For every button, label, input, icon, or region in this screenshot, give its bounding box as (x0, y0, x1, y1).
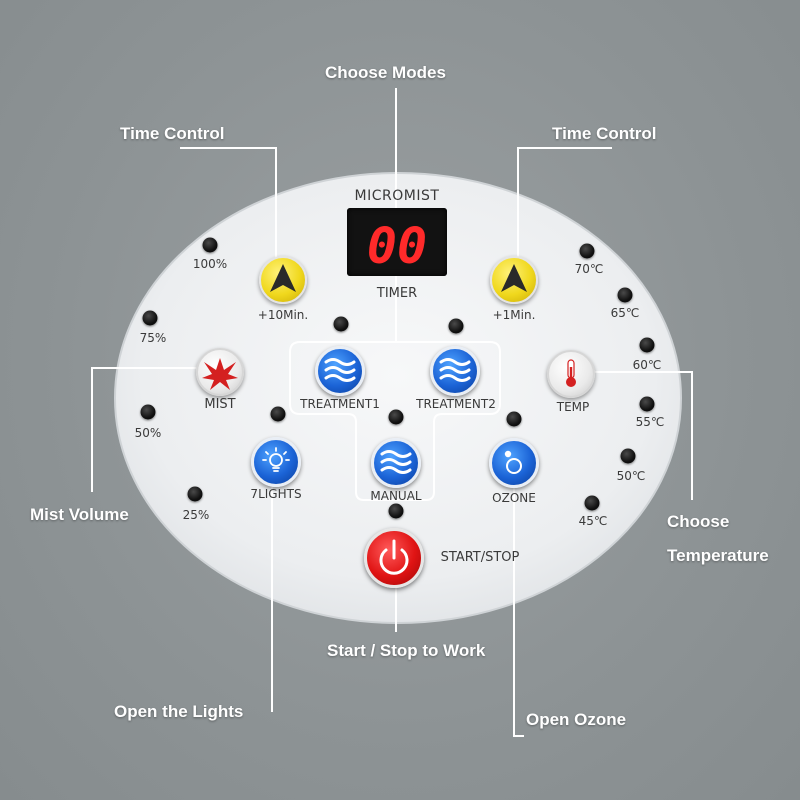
treatment2-label: TREATMENT2 (416, 397, 496, 411)
lights-button[interactable] (251, 437, 301, 487)
callout-time-control-right: Time Control (552, 124, 657, 143)
treatment1-button[interactable] (315, 346, 365, 396)
manual-button[interactable] (371, 438, 421, 488)
lights-label: 7LIGHTS (250, 487, 302, 501)
led-temp-45 (584, 495, 600, 511)
callout-choose-modes: Choose Modes (325, 63, 446, 82)
temp-70: 70℃ (574, 262, 604, 276)
led-mist-75 (142, 310, 158, 326)
led-temp-65 (617, 287, 633, 303)
led-lights (270, 406, 286, 422)
ozone-button[interactable] (489, 438, 539, 488)
line-time-left (180, 147, 277, 268)
mist-button[interactable] (196, 348, 244, 396)
led-mist-25 (187, 486, 203, 502)
led-ozone (506, 411, 522, 427)
led-manual (388, 409, 404, 425)
temp-45: 45℃ (578, 514, 608, 528)
callout-time-control-left: Time Control (120, 124, 225, 143)
timer-display: 00 (347, 208, 447, 276)
line-time-right (517, 147, 612, 268)
modes-group-outline (289, 341, 501, 501)
manual-label: MANUAL (370, 489, 422, 503)
callout-start-stop: Start / Stop to Work (327, 641, 486, 660)
timer-label: TIMER (376, 286, 418, 301)
line-mist (91, 367, 218, 492)
start-stop-button[interactable] (364, 528, 424, 588)
temp-65: 65℃ (610, 306, 640, 320)
timer-value: 00 (367, 217, 427, 275)
ozone-label: OZONE (492, 491, 536, 505)
led-temp-55 (639, 396, 655, 412)
callout-temperature: Temperature (667, 546, 769, 565)
treatment1-label: TREATMENT1 (300, 397, 380, 411)
temp-60: 60℃ (632, 358, 662, 372)
mist-level-25: 25% (182, 508, 210, 522)
treatment2-button[interactable] (430, 346, 480, 396)
led-treatment2 (448, 318, 464, 334)
led-treatment1 (333, 316, 349, 332)
line-temp (585, 371, 693, 500)
temp-button[interactable] (547, 350, 595, 398)
led-mist-100 (202, 237, 218, 253)
start-stop-label: START/STOP (440, 550, 520, 565)
plus-10-min-label: +10Min. (257, 308, 309, 322)
temp-50: 50℃ (616, 469, 646, 483)
callout-open-ozone: Open Ozone (526, 710, 627, 729)
mist-level-100: 100% (192, 257, 228, 271)
line-ozone (513, 480, 524, 737)
temp-55: 55℃ (635, 415, 665, 429)
led-startstop (388, 503, 404, 519)
led-temp-60 (639, 337, 655, 353)
callout-open-lights: Open the Lights (114, 702, 244, 721)
callout-mist-volume: Mist Volume (30, 505, 129, 524)
panel-ellipse (114, 172, 682, 624)
plus-10-min-button[interactable] (259, 256, 307, 304)
mist-level-75: 75% (139, 331, 167, 345)
led-temp-50 (620, 448, 636, 464)
timer-digits: 00 (367, 217, 427, 275)
temp-label: TEMP (556, 400, 590, 414)
callout-choose: Choose (667, 512, 730, 531)
mist-label: MIST (204, 397, 236, 412)
brand-label: MICROMIST (354, 188, 440, 204)
led-temp-70 (579, 243, 595, 259)
led-mist-50 (140, 404, 156, 420)
mist-level-50: 50% (134, 426, 162, 440)
plus-1-min-label: +1Min. (492, 308, 536, 322)
plus-1-min-button[interactable] (490, 256, 538, 304)
